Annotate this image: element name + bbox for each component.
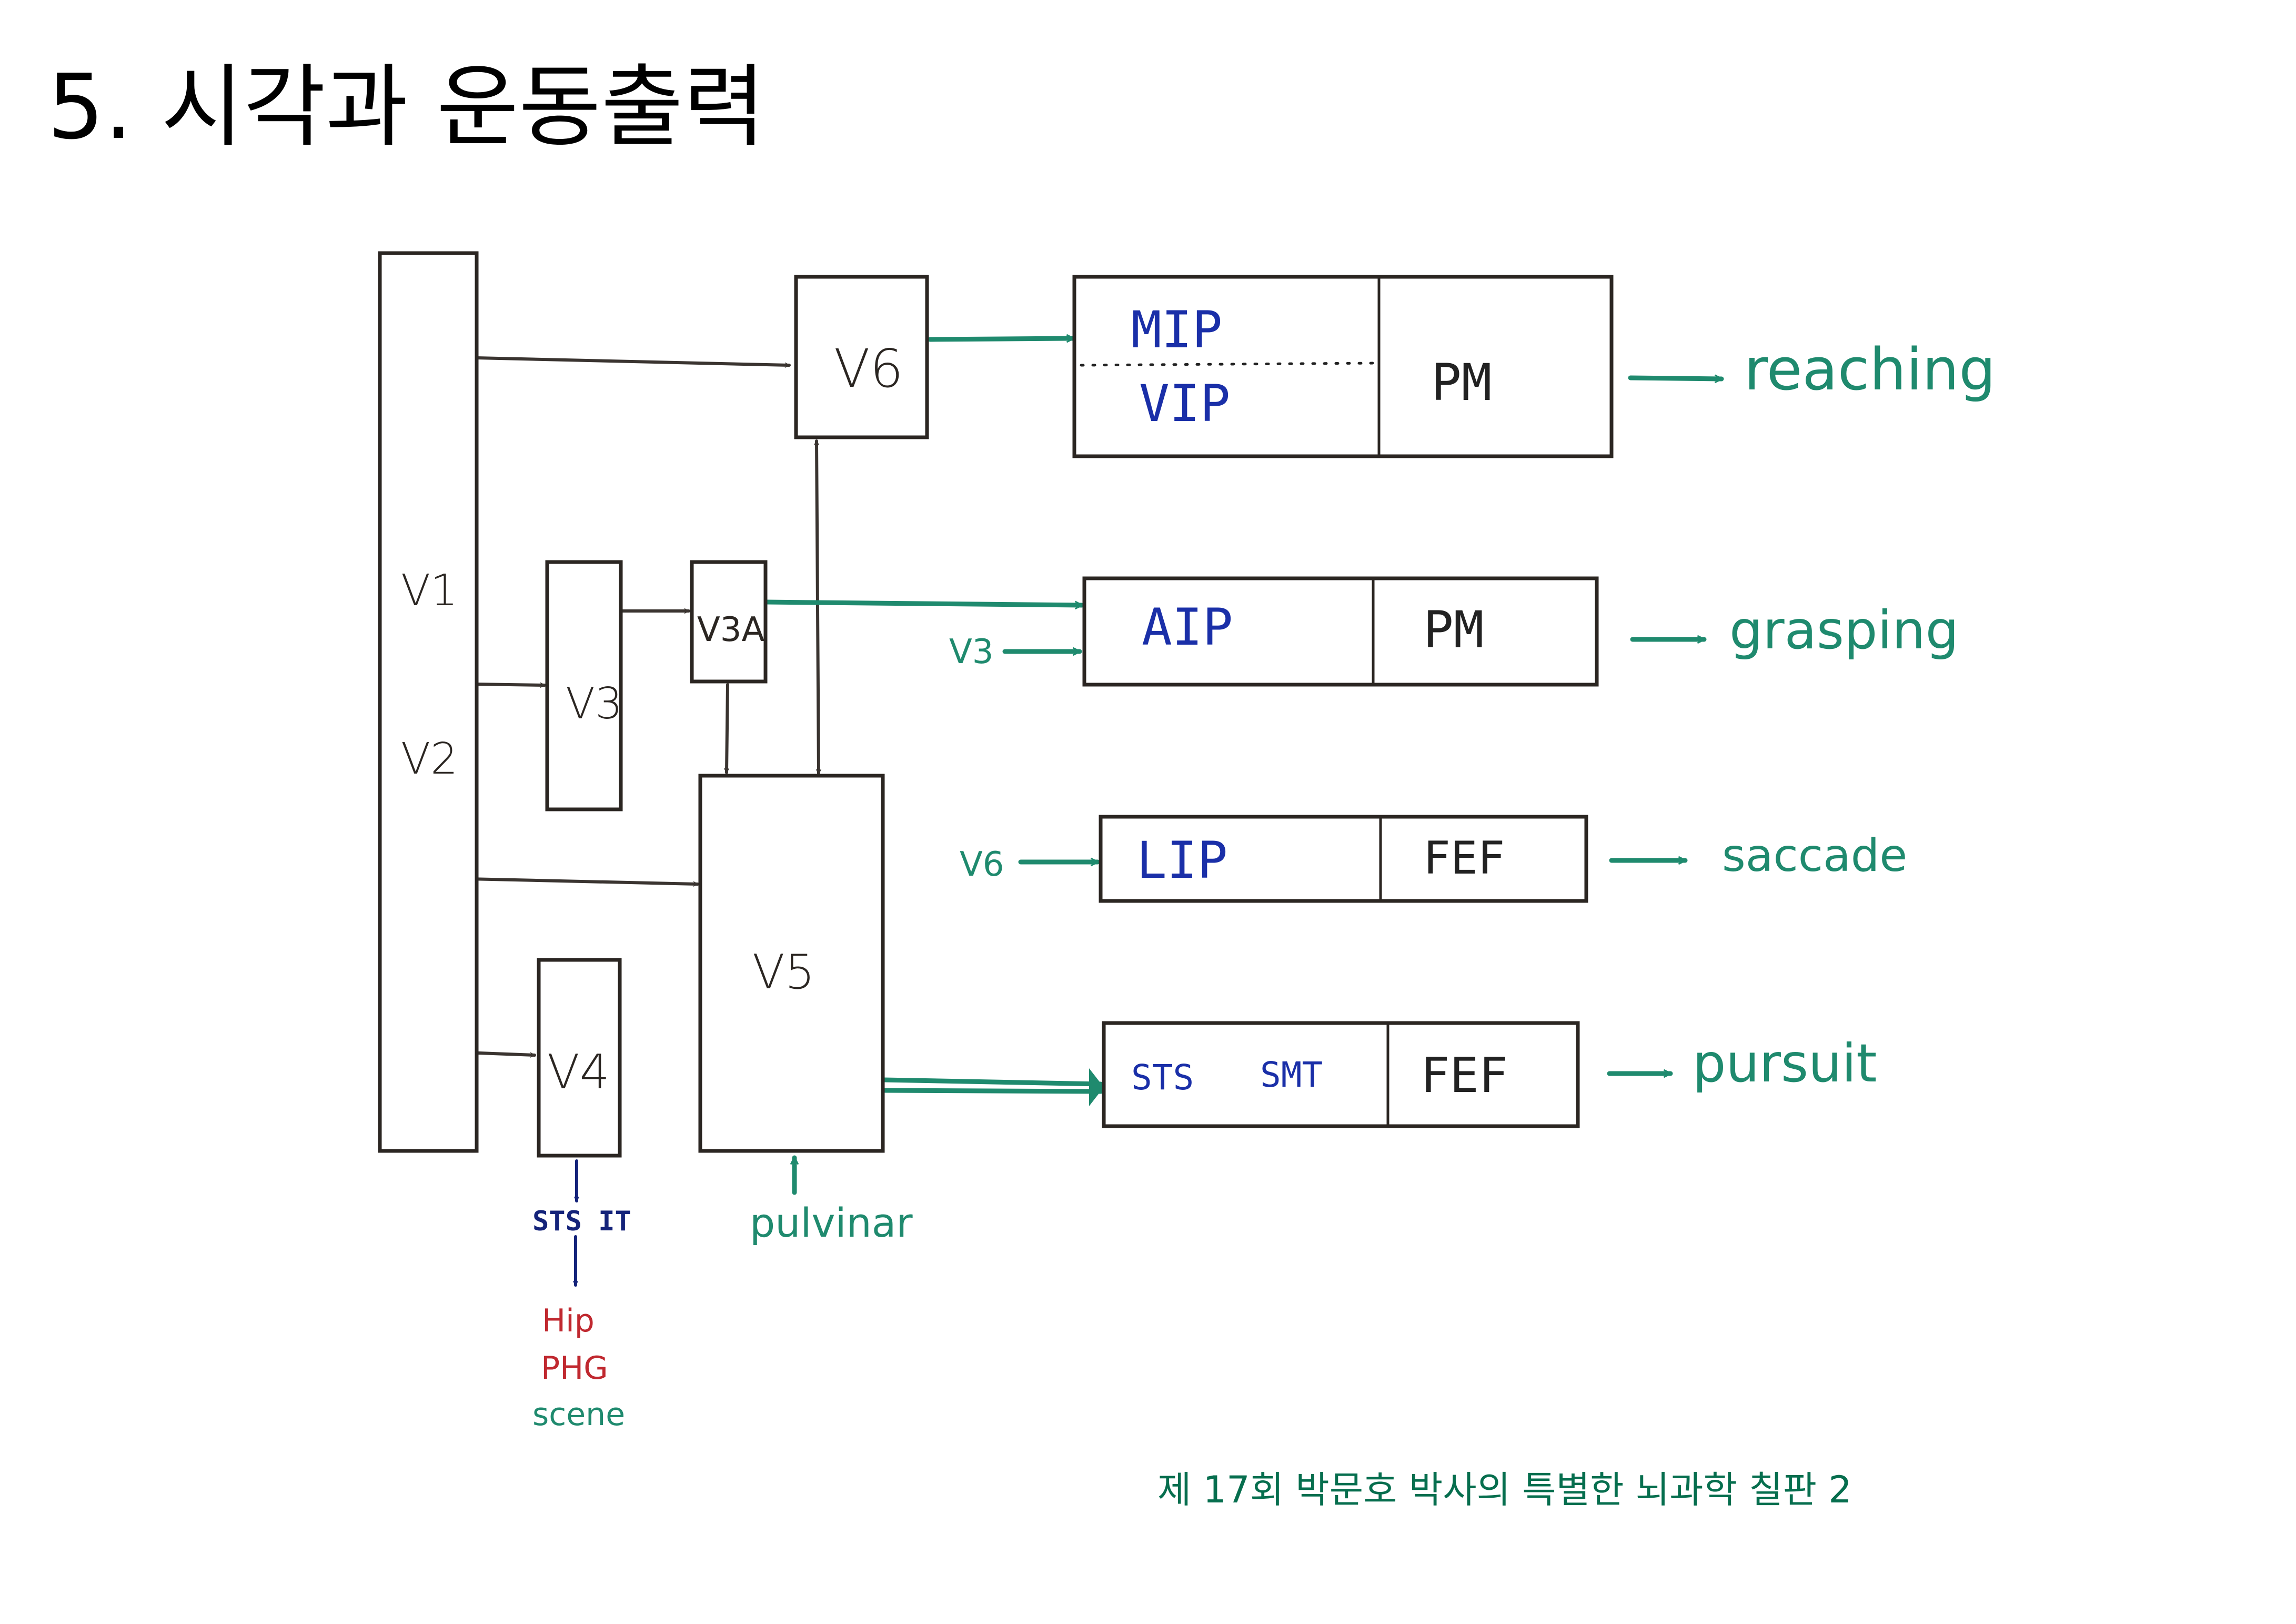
arrow-v5-v6-bidirectional: [813, 439, 822, 775]
vip-label: VIP: [1139, 374, 1230, 433]
lip-label: LIP: [1136, 831, 1227, 890]
area-v5: V5: [698, 774, 885, 1153]
v4-box: [537, 958, 622, 1158]
pathway-reaching: MIP VIP PM reaching: [1072, 275, 1996, 458]
grasping-label: grasping: [1729, 599, 1959, 661]
mip-label: MIP: [1131, 300, 1222, 359]
area-v4: V4: [537, 958, 622, 1158]
aip-label: AIP: [1142, 598, 1233, 657]
pm-label: PM: [1431, 353, 1492, 412]
v3a-box: [690, 560, 768, 684]
pathway-pursuit: STS SMT FEF pursuit: [1102, 1021, 1877, 1128]
area-v3a: V3A: [690, 560, 768, 684]
saccade-label: saccade: [1722, 829, 1907, 882]
pathway-saccade: LIP FEF V6 saccade: [960, 815, 1907, 903]
mip-vip-dotted-divider: [1080, 362, 1377, 367]
aip-pm-box: [1082, 576, 1599, 687]
v3-box: [545, 560, 623, 811]
v1-v2-box: [378, 251, 479, 1153]
pulvinar-label: pulvinar: [750, 1199, 913, 1246]
phg-label: PHG: [541, 1350, 608, 1387]
sts-label: STS: [1131, 1057, 1194, 1098]
v5-label: V5: [752, 945, 815, 1000]
v3a-label: V3A: [697, 610, 765, 649]
v1-label: V1: [401, 566, 458, 616]
sts-smt-fef-box: [1102, 1021, 1580, 1128]
arrow-v6-to-mip: [928, 334, 1076, 343]
footer-caption: 제 17회 박문호 박사의 특별한 뇌과학 칠판 2: [1157, 1468, 1852, 1511]
scene-label: scene: [532, 1396, 625, 1433]
v6-box: [794, 275, 929, 439]
arrow-v3a-to-aip: [763, 599, 1084, 610]
v5-box: [698, 774, 885, 1153]
area-v3: V3: [545, 560, 623, 811]
fef-label: FEF: [1423, 832, 1505, 885]
v2-label: V2: [401, 734, 458, 784]
arrow-v5-to-sts-double: [881, 1077, 1103, 1094]
arrow-v3a-to-v5: [723, 683, 730, 774]
hip-label: Hip: [542, 1302, 595, 1339]
pathway-grasping: AIP PM V3 grasping: [949, 576, 1959, 687]
reaching-label: reaching: [1744, 336, 1996, 403]
sts-it-label: STS IT: [532, 1206, 631, 1237]
v3-input-label: V3: [949, 633, 994, 671]
arrow-to-reaching: [1628, 374, 1724, 384]
area-v6: V6: [794, 275, 929, 439]
arrow-v1-to-v6: [475, 356, 791, 368]
arrow-v1-to-v5: [467, 877, 699, 887]
arrow-v1-to-v3: [472, 682, 546, 688]
v4-label: V4: [547, 1045, 610, 1100]
page-title: 5. 시각과 운동출력: [47, 55, 766, 159]
arrow-v5-to-sts-head: [1089, 1068, 1104, 1106]
pursuit-label: pursuit: [1693, 1032, 1877, 1094]
mip-vip-pm-box: [1072, 275, 1614, 458]
pm-label: PM: [1423, 600, 1484, 659]
fef-label: FEF: [1421, 1047, 1508, 1104]
v3-label: V3: [566, 679, 622, 729]
lip-fef-box: [1099, 815, 1588, 903]
v6-label: V6: [834, 338, 903, 399]
smt-label: SMT: [1260, 1055, 1323, 1095]
area-v1-v2: V1 V2: [378, 251, 479, 1153]
v6-input-label: V6: [960, 845, 1004, 884]
